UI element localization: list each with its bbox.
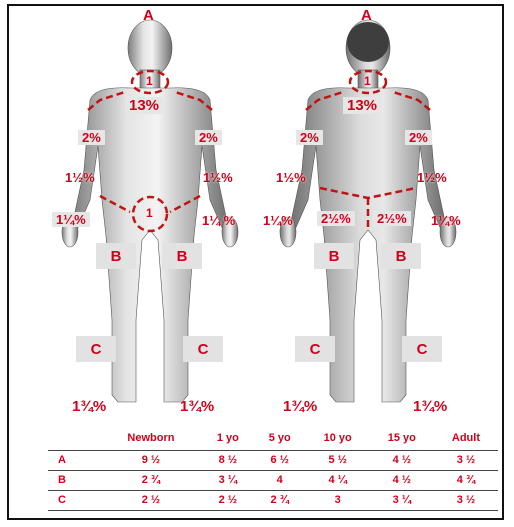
back-leg-left: C	[295, 336, 335, 362]
table-cell: 4 ¼	[306, 471, 370, 491]
table-header-cell: Newborn	[100, 428, 202, 451]
table-header-cell: Adult	[434, 428, 498, 451]
back-leg-right: C	[402, 336, 442, 362]
table-cell: 3 ¼	[370, 491, 434, 511]
table-cell: 9 ½	[100, 451, 202, 471]
table-header-cell: 10 yo	[306, 428, 370, 451]
front-foot-left: 1¾%	[72, 398, 106, 415]
table-row-label: C	[48, 491, 100, 511]
table-cell: 3 ½	[434, 451, 498, 471]
back-hand-left: 1¼%	[263, 213, 293, 228]
back-foot-left: 1¾%	[283, 398, 317, 415]
table-header-cell	[48, 428, 100, 451]
back-thigh-left: B	[314, 243, 354, 269]
table-header-cell: 1 yo	[202, 428, 254, 451]
table-cell: 3	[306, 491, 370, 511]
table-cell: 2 ¾	[100, 471, 202, 491]
front-hand-left: 1¼%	[52, 212, 90, 227]
table-header-cell: 5 yo	[254, 428, 306, 451]
back-trunk-percent: 13%	[343, 97, 381, 114]
table-cell: 4	[254, 471, 306, 491]
back-forearm-left: 1½%	[276, 170, 306, 185]
back-forearm-right: 1½%	[417, 170, 447, 185]
table-cell: 6 ½	[254, 451, 306, 471]
front-forearm-left: 1½%	[65, 170, 95, 185]
table-row-label: B	[48, 471, 100, 491]
front-thigh-right: B	[162, 243, 202, 269]
front-thigh-left: B	[96, 243, 136, 269]
table-cell: 4 ½	[370, 451, 434, 471]
front-leg-right: C	[183, 336, 223, 362]
table-header-cell: 15 yo	[370, 428, 434, 451]
front-hand-right: 1¼ %	[202, 213, 235, 228]
front-forearm-right: 1½%	[203, 170, 233, 185]
back-neck-value: 1	[364, 74, 371, 88]
table-cell: 2 ¾	[254, 491, 306, 511]
table-row: A 9 ½ 8 ½ 6 ½ 5 ½ 4 ½ 3 ½	[48, 451, 498, 471]
table-cell: 3 ½	[434, 491, 498, 511]
front-head-letter: A	[143, 7, 154, 24]
back-upper-arm-right: 2%	[405, 130, 432, 145]
table-row: C 2 ½ 2 ½ 2 ¾ 3 3 ¼ 3 ½	[48, 491, 498, 511]
table-header-row: Newborn 1 yo 5 yo 10 yo 15 yo Adult	[48, 428, 498, 451]
front-trunk-percent: 13%	[125, 97, 163, 114]
back-foot-right: 1¾%	[413, 398, 447, 415]
front-foot-right: 1¾%	[180, 398, 214, 415]
back-head-letter: A	[361, 7, 372, 24]
back-buttock-left: 2½%	[317, 211, 355, 226]
front-leg-left: C	[76, 336, 116, 362]
back-thigh-right: B	[381, 243, 421, 269]
age-percentage-table: Newborn 1 yo 5 yo 10 yo 15 yo Adult A 9 …	[48, 428, 498, 511]
table-cell: 4 ½	[370, 471, 434, 491]
table-cell: 2 ½	[100, 491, 202, 511]
table-row: B 2 ¾ 3 ¼ 4 4 ¼ 4 ½ 4 ¾	[48, 471, 498, 491]
front-upper-arm-left: 2%	[78, 130, 105, 145]
table-cell: 2 ½	[202, 491, 254, 511]
table-cell: 5 ½	[306, 451, 370, 471]
front-upper-arm-right: 2%	[195, 130, 222, 145]
table-cell: 4 ¾	[434, 471, 498, 491]
back-hand-right: 1¼%	[431, 213, 461, 228]
table-cell: 3 ¼	[202, 471, 254, 491]
back-upper-arm-left: 2%	[296, 130, 323, 145]
front-neck-value: 1	[146, 74, 153, 88]
table-row-label: A	[48, 451, 100, 471]
table-cell: 8 ½	[202, 451, 254, 471]
back-buttock-right: 2½%	[373, 211, 411, 226]
front-genital-value: 1	[146, 206, 153, 220]
